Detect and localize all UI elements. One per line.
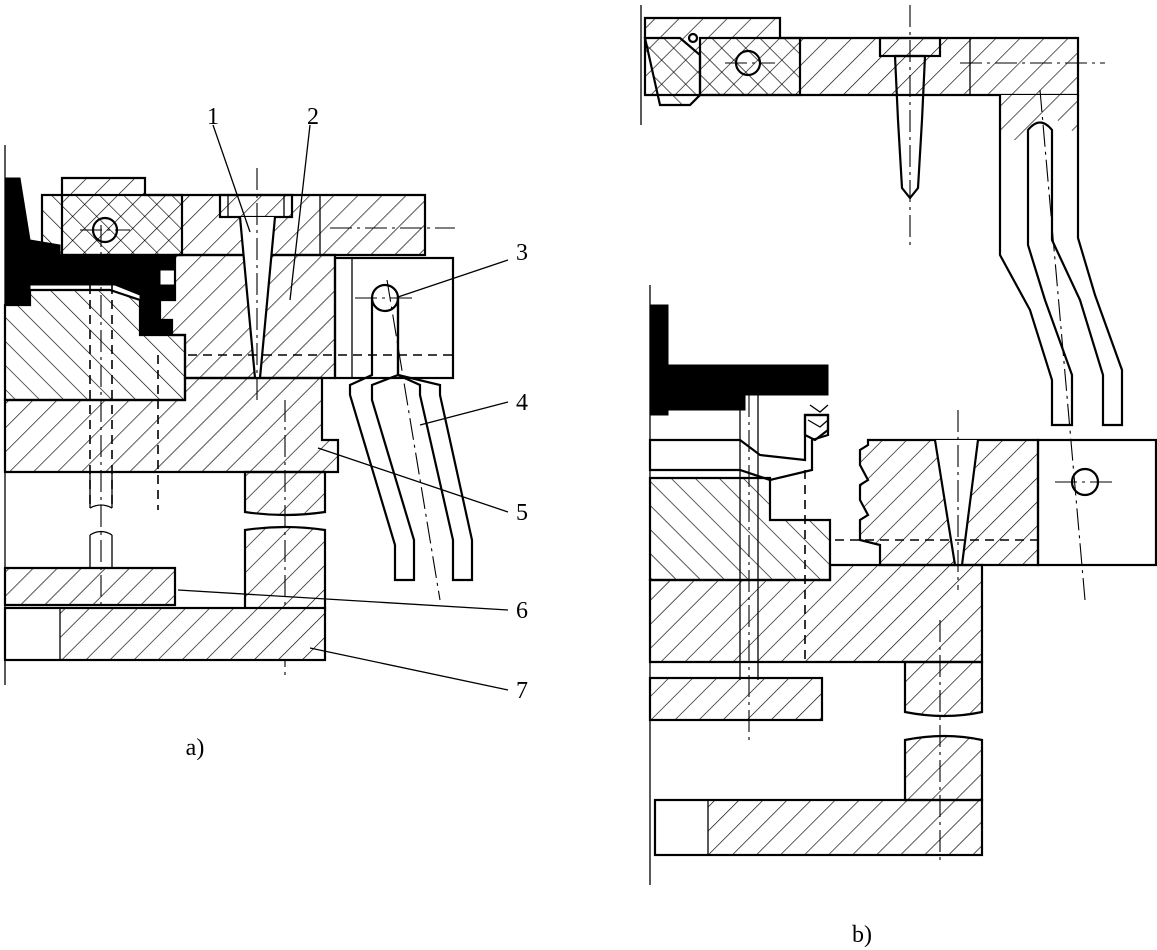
view-a: 1 2 3 4 5 6 7 a) <box>3 104 528 761</box>
ejector-retainer-plate-a <box>3 566 177 607</box>
core-plate-a <box>3 376 340 680</box>
support-pillar-lower-a <box>243 525 327 612</box>
part-label-7: 7 <box>516 678 528 704</box>
part-label-5: 5 <box>516 500 528 526</box>
part-label-1: 1 <box>207 104 219 130</box>
caption-b: b) <box>852 922 872 948</box>
support-pillar-lower-b <box>903 734 984 802</box>
sprue-bushing-b <box>893 5 927 250</box>
bent-cam-b <box>998 89 1124 601</box>
view-b: b) <box>640 5 1157 948</box>
bottom-plate-b <box>653 798 984 857</box>
ejector-retainer-plate-b <box>648 676 824 722</box>
part-label-3: 3 <box>516 240 528 266</box>
slide-block-b <box>1036 438 1157 567</box>
core-plate-b <box>648 563 984 860</box>
ejector-pin-a <box>89 225 159 615</box>
leader-lines-a <box>177 124 509 691</box>
part-label-2: 2 <box>307 104 319 130</box>
caption-a: a) <box>186 735 205 761</box>
cavity-insert-b <box>835 410 1040 590</box>
bent-cam-a <box>348 279 474 601</box>
part-label-4: 4 <box>516 390 528 416</box>
part-label-6: 6 <box>516 598 528 624</box>
bottom-plate-a <box>3 606 327 662</box>
support-pillar-upper-b <box>903 660 984 718</box>
fixed-clamp-plate-b <box>643 16 1105 107</box>
molded-part-b <box>649 304 829 416</box>
slide-block-a <box>188 256 455 380</box>
support-pillar-upper-a <box>243 470 327 517</box>
part-number-labels: 1 2 3 4 5 6 7 <box>207 104 528 704</box>
